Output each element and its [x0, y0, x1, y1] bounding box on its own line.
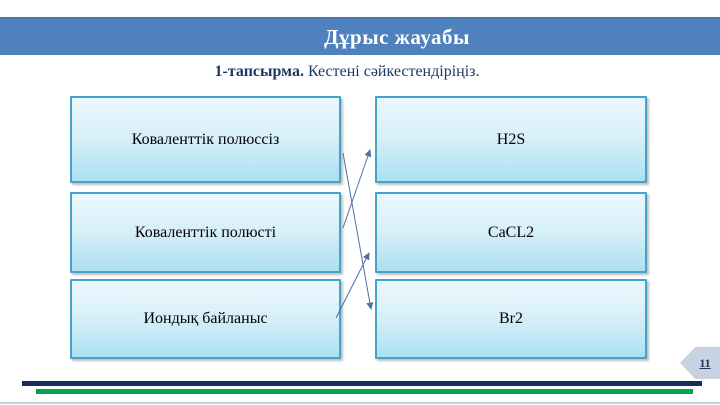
match-box-left-1: Коваленттік полюссіз	[70, 96, 341, 183]
footer-green-divider	[36, 389, 693, 394]
task-label: 1-тапсырма.	[214, 63, 304, 80]
match-box-right-2: CaCL2	[375, 192, 647, 273]
match-box-right-3: Br2	[375, 279, 647, 359]
slide-title: Дұрыс жауабы	[324, 24, 470, 49]
match-box-left-2: Коваленттік полюсті	[70, 192, 341, 273]
page-number: 11	[699, 355, 711, 370]
task-instruction: Кестені сәйкестендіріңіз.	[303, 63, 480, 80]
match-box-left-3: Иондық байланыс	[70, 279, 341, 359]
footer-navy-divider	[22, 381, 702, 386]
slide-header-bar: Дұрыс жауабы	[0, 17, 720, 55]
match-arrow-1	[342, 152, 374, 310]
match-box-right-1: H2S	[375, 96, 647, 183]
match-arrow-2	[342, 149, 372, 229]
task-subtitle: 1-тапсырма. Кестені сәйкестендіріңіз.	[0, 63, 707, 81]
page-number-tab: 11	[680, 347, 720, 379]
footer-light-divider	[0, 402, 720, 404]
